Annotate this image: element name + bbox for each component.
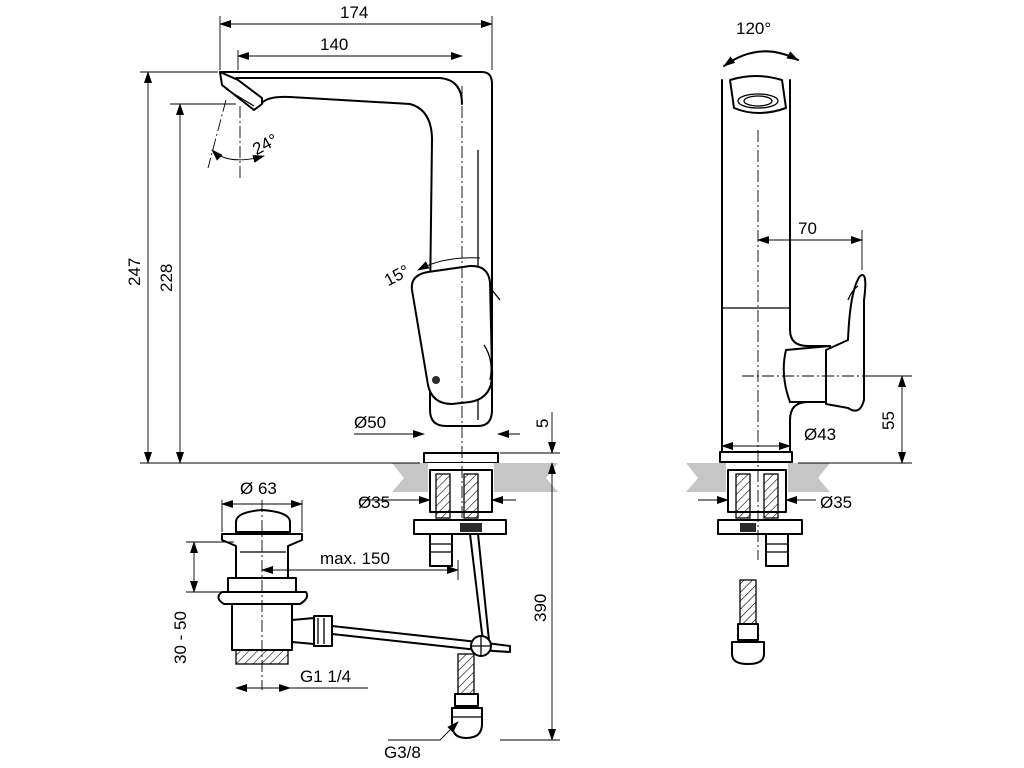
dimension-labels: 174 140 24° 247 228 15° Ø50 5 Ø35 Ø 63 m… [125,3,898,762]
label-side-diameter: Ø43 [804,425,836,444]
label-below-deck: 390 [531,594,550,622]
label-shank-side: Ø35 [820,493,852,512]
dimension-lines [140,16,912,741]
label-lever-reach: 70 [798,219,817,238]
spout-outline [219,71,493,301]
popup-plug [235,509,291,533]
lever [410,264,494,405]
label-base-height: 5 [533,419,552,428]
label-lever-angle: 15° [381,261,413,290]
waste-assembly [217,500,511,690]
side-lever [825,274,867,412]
label-swivel-angle: 120° [736,19,771,38]
label-width-total: 174 [340,3,368,22]
label-side-height: 55 [879,411,898,430]
base-ring [423,452,499,464]
label-shank-front: Ø35 [358,493,390,512]
side-view [686,75,870,665]
pull-rod [331,625,479,643]
label-height-outlet: 228 [157,264,176,292]
label-spout-angle: 24° [249,130,281,159]
front-view [207,71,558,739]
aerator [219,71,263,111]
label-hose-thread: G3/8 [384,743,421,762]
label-waste-adjust: 30 - 50 [171,611,190,664]
label-width-spout: 140 [320,35,348,54]
label-rod-length: max. 150 [320,549,390,568]
label-waste-diameter: Ø 63 [240,479,277,498]
label-waste-thread: G1 1/4 [300,667,351,686]
label-base-diameter: Ø50 [354,413,386,432]
label-height-total: 247 [125,258,144,286]
